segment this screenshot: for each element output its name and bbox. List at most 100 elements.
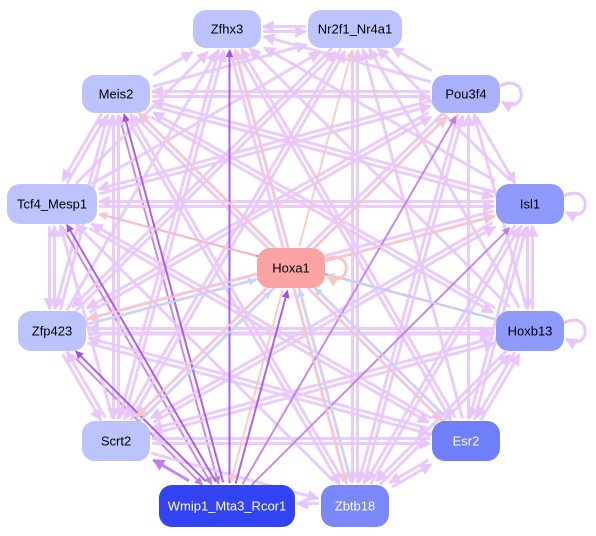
node-label: Hoxa1 (272, 260, 310, 275)
edge-layer (43, 20, 539, 510)
edge-Scrt2-to-Zfhx3 (122, 49, 227, 421)
edge-Tcf4_Mesp1-to-Esr2 (88, 226, 430, 424)
edge-Zbtb18-to-Tcf4_Mesp1 (74, 223, 335, 483)
edge-Hoxb13-to-Nr2f1_Nr4a1 (368, 47, 521, 309)
node-wmip1-mta3-rcor1[interactable]: Wmip1_Mta3_Rcor1 (159, 485, 295, 527)
node-box (159, 485, 295, 527)
edge-Esr2-to-Hoxb13 (479, 353, 521, 422)
edge-Zbtb18-to-Esr2 (391, 462, 433, 489)
edge-Hoxa1-to-Zfp423 (86, 274, 255, 322)
edge-Wmip1_Mta3_Rcor1-to-Meis2 (122, 113, 225, 483)
edge-Pou3f4-to-Isl1 (474, 115, 517, 185)
edge-Hoxa1-to-Pou3f4 (314, 116, 448, 249)
edge-Esr2-to-Tcf4_Mesp1 (90, 222, 432, 420)
edge-Scrt2-to-Zfp423 (65, 350, 107, 419)
edge-Zfhx3-to-Esr2 (235, 50, 453, 422)
edge-Hoxa1-to-Isl1 (327, 214, 496, 262)
edge-Zbtb18-to-Meis2 (129, 112, 346, 483)
edge-Hoxb13-to-Scrt2 (150, 336, 494, 433)
edge-Hoxa1-to-Wmip1_Mta3_Rcor1 (228, 289, 284, 484)
edge-Zfp423-to-Hoxa1 (88, 277, 257, 325)
edge-Zfp423-to-Wmip1_Mta3_Rcor1 (71, 354, 203, 486)
edge-Esr2-to-Hoxa1 (314, 287, 447, 418)
edge-Meis2-to-Zfhx3 (152, 50, 194, 77)
edge-Hoxa1-to-Zbtb18 (293, 290, 349, 485)
self-loop-layer (324, 81, 587, 350)
node-label: Scrt2 (101, 433, 131, 448)
node-zfp423[interactable]: Zfp423 (18, 311, 86, 351)
node-nr2f1-nr4a1[interactable]: Nr2f1_Nr4a1 (308, 10, 402, 48)
node-tcf4-mesp1[interactable]: Tcf4_Mesp1 (7, 184, 97, 224)
node-label: Pou3f4 (445, 86, 486, 101)
self-loop-Hoxb13 (563, 318, 587, 350)
node-label: Hoxb13 (508, 323, 553, 338)
edge-Pou3f4-to-Nr2f1_Nr4a1 (391, 46, 433, 73)
edge-Hoxa1-to-Zfhx3 (232, 48, 289, 246)
edge-Wmip1_Mta3_Rcor1-to-Isl1 (251, 227, 511, 486)
node-hoxb13[interactable]: Hoxb13 (496, 311, 564, 351)
node-box (432, 75, 500, 113)
node-label: Esr2 (453, 433, 480, 448)
edge-Isl1-to-Meis2 (151, 98, 495, 194)
node-label: Isl1 (520, 196, 540, 211)
node-box (257, 248, 325, 288)
edge-Hoxa1-to-Tcf4_Mesp1 (98, 212, 256, 257)
edge-Zfp423-to-Scrt2 (61, 353, 103, 422)
edge-Wmip1_Mta3_Rcor1-to-Scrt2 (152, 458, 190, 483)
edge-Zbtb18-to-Hoxa1 (297, 288, 353, 483)
edge-Zbtb18-to-Isl1 (369, 226, 521, 486)
edge-Wmip1_Mta3_Rcor1-to-Tcf4_Mesp1 (66, 224, 217, 483)
node-scrt2[interactable]: Scrt2 (82, 421, 150, 461)
edge-Wmip1_Mta3_Rcor1-to-Hoxa1 (234, 289, 290, 484)
edge-Meis2-to-Tcf4_Mesp1 (61, 112, 103, 182)
node-label: Nr2f1_Nr4a1 (318, 21, 392, 36)
node-box (18, 311, 86, 351)
node-hoxa1[interactable]: Hoxa1 (257, 248, 325, 288)
node-label: Tcf4_Mesp1 (17, 196, 87, 211)
node-label: Zbtb18 (335, 498, 375, 513)
edge-Scrt2-to-Hoxa1 (139, 291, 272, 422)
node-box (193, 10, 261, 48)
node-pou3f4[interactable]: Pou3f4 (432, 75, 500, 113)
node-box (496, 184, 564, 224)
node-zfhx3[interactable]: Zfhx3 (193, 10, 261, 48)
node-box (496, 311, 564, 351)
edge-Tcf4_Mesp1-to-Pou3f4 (99, 102, 432, 196)
edge-Isl1-to-Nr2f1_Nr4a1 (376, 47, 511, 182)
edge-Hoxb13-to-Hoxa1 (326, 273, 495, 321)
edge-Pou3f4-to-Tcf4_Mesp1 (97, 99, 430, 193)
node-box (82, 421, 150, 461)
edge-Hoxb13-to-Zfhx3 (248, 47, 511, 309)
self-loop-Pou3f4 (499, 81, 523, 113)
node-isl1[interactable]: Isl1 (496, 184, 564, 224)
edge-Meis2-to-Wmip1_Mta3_Rcor1 (118, 115, 221, 485)
node-meis2[interactable]: Meis2 (82, 75, 150, 113)
edge-Meis2-to-Isl1 (151, 104, 495, 200)
node-box (7, 184, 97, 224)
node-zbtb18[interactable]: Zbtb18 (321, 485, 389, 527)
edge-Meis2-to-Hoxb13 (150, 115, 494, 314)
self-loop-Hoxa1 (324, 255, 348, 287)
node-box (82, 75, 150, 113)
edge-Scrt2-to-Isl1 (152, 225, 497, 424)
edge-Hoxa1-to-Scrt2 (135, 287, 268, 418)
edge-Esr2-to-Zfp423 (87, 335, 431, 431)
edge-Hoxa1-to-Meis2 (138, 112, 272, 245)
edge-Nr2f1_Nr4a1-to-Scrt2 (125, 47, 342, 419)
node-box (321, 485, 389, 527)
self-loop-Isl1 (563, 191, 587, 223)
edge-Tcf4_Mesp1-to-Meis2 (65, 115, 108, 185)
edge-Hoxa1-to-Nr2f1_Nr4a1 (298, 49, 354, 247)
edge-Wmip1_Mta3_Rcor1-to-Pou3f4 (241, 115, 457, 485)
edge-Hoxb13-to-Meis2 (152, 111, 496, 310)
edge-Zfp423-to-Pou3f4 (88, 115, 433, 314)
node-box (308, 10, 402, 48)
edge-Nr2f1_Nr4a1-to-Zfp423 (71, 47, 334, 309)
node-label: Wmip1_Mta3_Rcor1 (168, 498, 287, 513)
edge-Hoxa1-to-Esr2 (310, 291, 443, 422)
node-label: Zfhx3 (211, 21, 244, 36)
node-label: Zfp423 (32, 323, 72, 338)
node-esr2[interactable]: Esr2 (432, 421, 500, 461)
